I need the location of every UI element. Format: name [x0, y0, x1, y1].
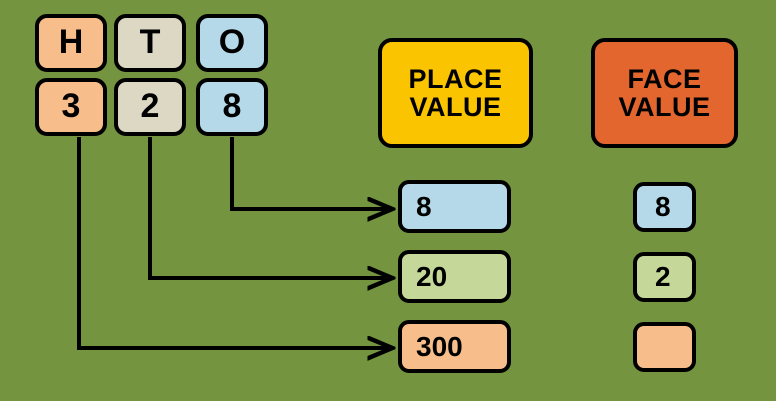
face-value-box-hundreds — [633, 322, 696, 372]
face-value-header-line2: VALUE — [618, 92, 711, 122]
digit-tile-hundreds-label: 3 — [61, 87, 81, 126]
face-value-box-tens: 2 — [633, 252, 696, 302]
column-header-ones: O — [196, 14, 268, 72]
connector-ones — [230, 137, 390, 209]
place-value-header-line2: VALUE — [409, 92, 502, 122]
connector-tens — [148, 137, 390, 278]
face-value-header-line1: FACE — [627, 63, 702, 94]
place-value-box-hundreds: 300 — [398, 320, 511, 373]
digit-tile-ones-label: 8 — [222, 87, 242, 126]
place-value-tens-label: 20 — [416, 260, 448, 292]
face-value-header: FACE VALUE — [591, 38, 738, 148]
digit-tile-tens: 2 — [114, 78, 186, 136]
face-value-ones-label: 8 — [655, 191, 671, 223]
digit-tile-hundreds: 3 — [35, 78, 107, 136]
place-value-header-line1: PLACE — [408, 63, 503, 94]
face-value-box-ones: 8 — [633, 182, 696, 232]
place-value-box-ones: 8 — [398, 180, 511, 233]
place-value-header: PLACE VALUE — [378, 38, 533, 148]
face-value-tens-label: 2 — [655, 261, 671, 293]
column-header-hundreds-label: H — [58, 23, 84, 62]
digit-tile-ones: 8 — [196, 78, 268, 136]
place-value-box-tens: 20 — [398, 250, 511, 303]
place-value-ones-label: 8 — [416, 190, 432, 222]
column-header-tens: T — [114, 14, 186, 72]
column-header-ones-label: O — [218, 23, 246, 62]
digit-tile-tens-label: 2 — [140, 87, 160, 126]
connector-hundreds — [77, 137, 390, 348]
place-value-hundreds-label: 300 — [416, 330, 463, 362]
column-header-tens-label: T — [139, 23, 161, 62]
column-header-hundreds: H — [35, 14, 107, 72]
